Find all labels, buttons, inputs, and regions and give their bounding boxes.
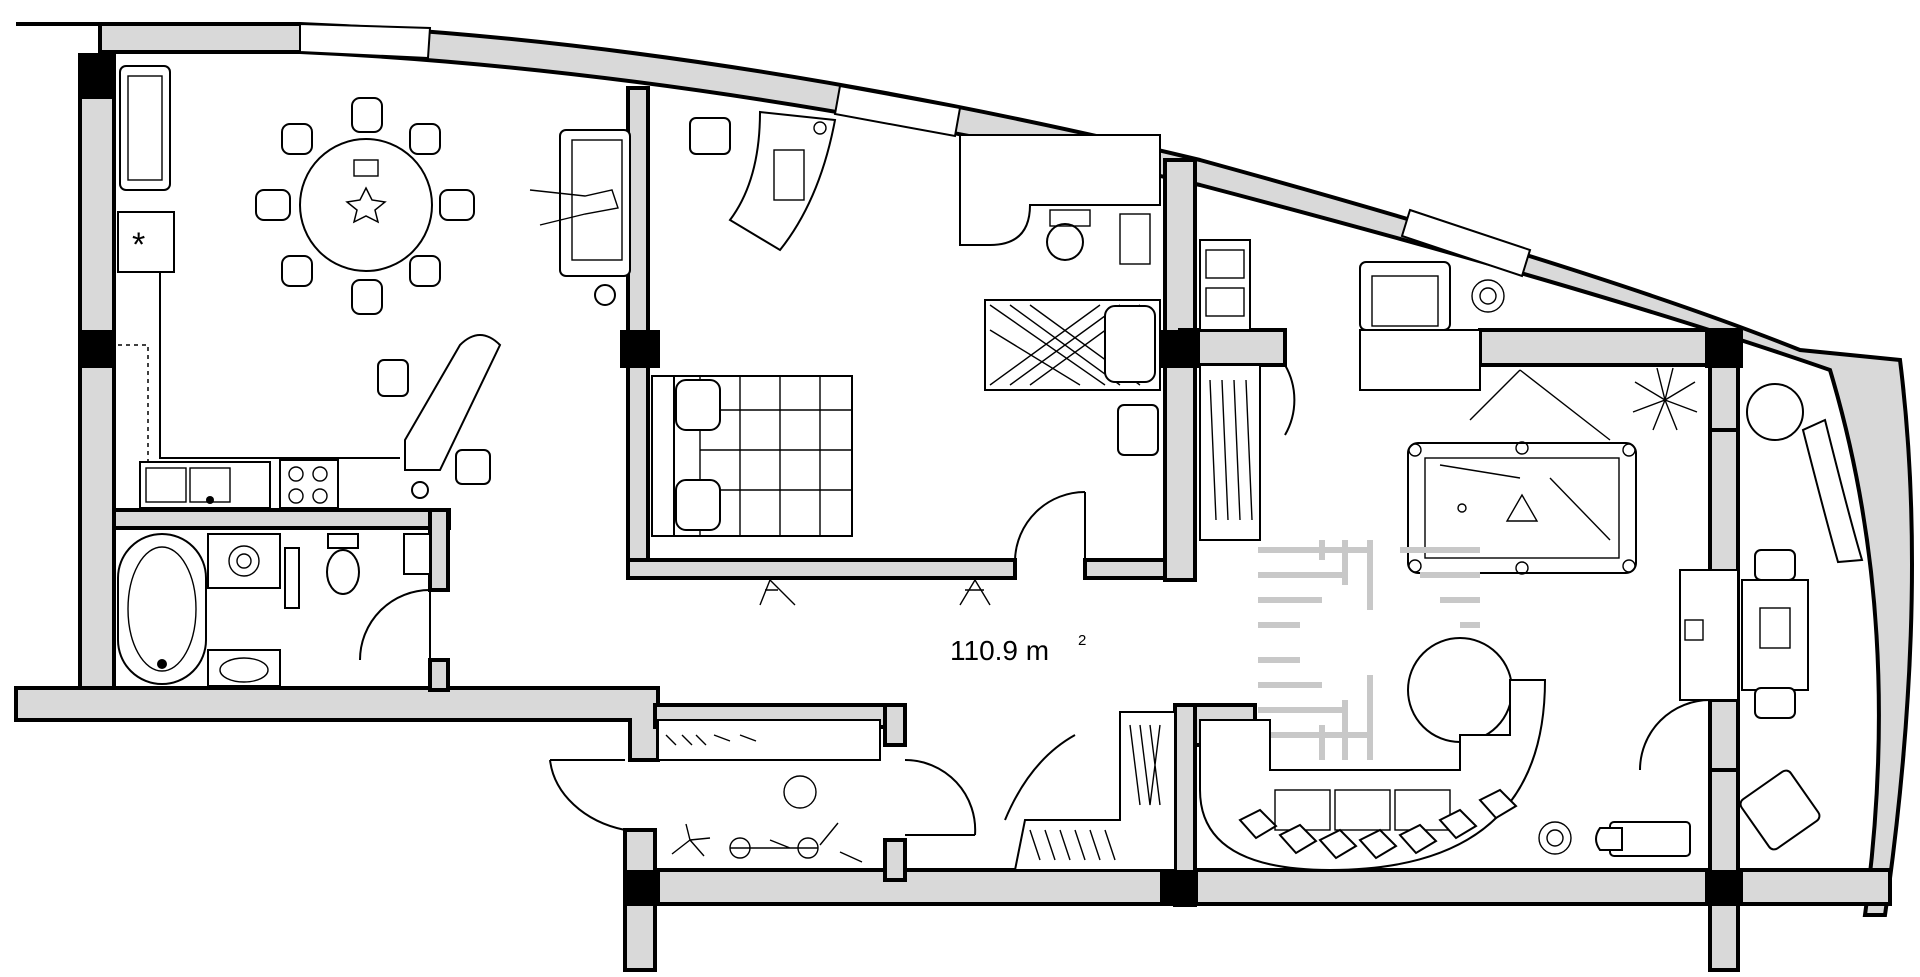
armchair-icon: [1359, 261, 1451, 331]
bathtub-icon: [117, 533, 207, 685]
bench-icon: [1595, 821, 1691, 857]
plant-icon: [1746, 383, 1804, 441]
kitchen-sink-icon: [139, 461, 271, 509]
single-bed-icon: [984, 299, 1161, 391]
rug-icon: [1258, 540, 1480, 760]
billiard-room: [1199, 239, 1698, 872]
svg-text:*: *: [132, 226, 145, 264]
kitchen-dining-area: *: [117, 65, 631, 509]
double-bed-icon: [651, 375, 853, 537]
armchair-icon: [1739, 769, 1821, 851]
entry-hall: [549, 711, 1176, 871]
area-unit-superscript: 2: [1078, 632, 1086, 649]
washing-machine-icon: [207, 533, 281, 589]
bathroom: [117, 533, 431, 687]
bar-counter-icon: [377, 334, 502, 499]
pool-table-icon: [1407, 441, 1637, 575]
dining-chair-icon: [255, 97, 475, 315]
dining-chair-icon: [1754, 549, 1796, 719]
washer-dryer-icon: [1199, 239, 1251, 331]
wardrobe-icon: [1004, 711, 1176, 871]
plant-icon: [1632, 367, 1698, 431]
area-value: 110.9 m: [950, 635, 1049, 666]
corner-sofa-icon: [1199, 679, 1547, 872]
desk-icon: [728, 110, 837, 252]
dining-table-icon: [299, 138, 433, 272]
plant-icon: [1471, 279, 1505, 313]
bedroom: [651, 110, 1161, 606]
wardrobe-icon: [1199, 364, 1296, 541]
structural-columns: [80, 55, 1743, 906]
desk-icon: [1679, 569, 1739, 701]
area-label: 110.9 m 2: [950, 632, 1086, 666]
plant-icon: [1538, 821, 1572, 855]
shoe-rack-icon: [665, 734, 757, 746]
bicycle-icon: [729, 822, 863, 863]
sofa-icon: [119, 65, 171, 191]
cooktop-icon: [279, 459, 339, 509]
armchair-icon: [529, 129, 631, 306]
corner-desk-icon: [959, 134, 1161, 265]
study-room: [1639, 383, 1821, 851]
dining-table-icon: [1741, 579, 1809, 691]
toilet-icon: [326, 533, 360, 595]
fridge-icon: *: [117, 211, 175, 273]
washbasin-icon: [207, 649, 281, 687]
